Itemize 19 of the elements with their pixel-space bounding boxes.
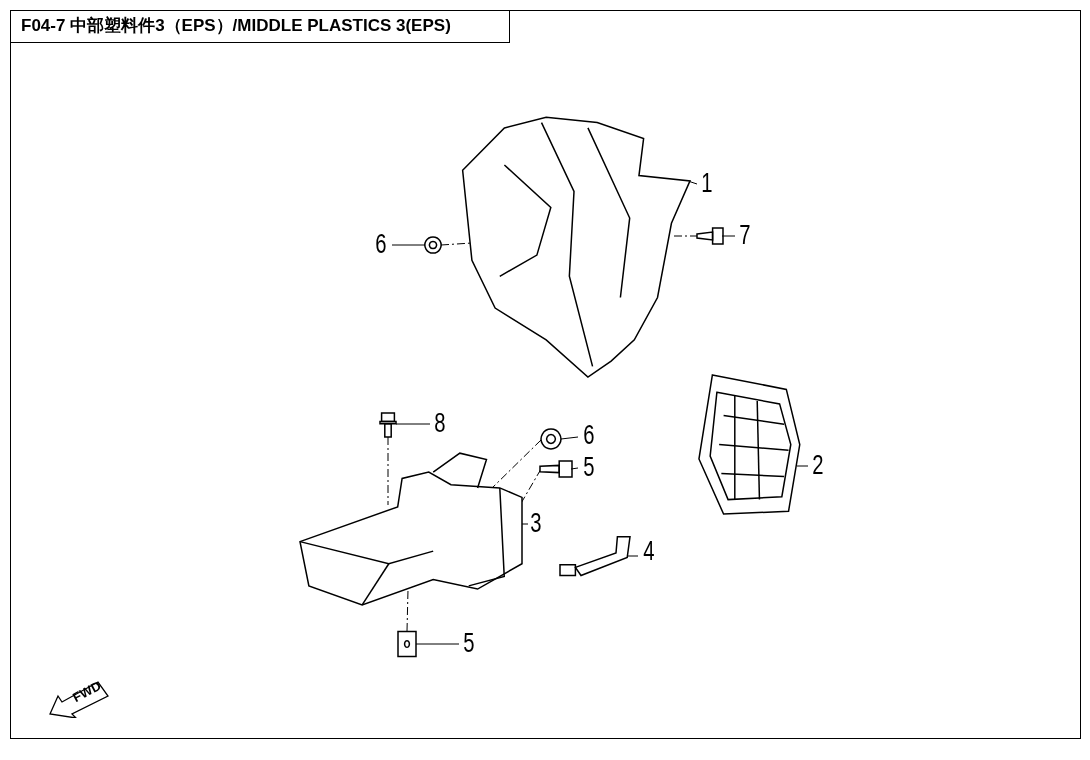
callout-number: 1 bbox=[698, 166, 716, 202]
callout-number: 8 bbox=[432, 406, 448, 442]
leader-line bbox=[560, 436, 579, 440]
assembly-line bbox=[406, 589, 409, 632]
leader-line bbox=[796, 465, 809, 467]
callout-number: 2 bbox=[810, 448, 826, 484]
leader-line bbox=[570, 467, 579, 470]
leader-line bbox=[626, 555, 639, 557]
callout-number: 7 bbox=[737, 218, 753, 254]
callout-number: 6 bbox=[372, 227, 390, 263]
direction-label: FWD bbox=[70, 677, 104, 706]
leader-line bbox=[395, 423, 431, 425]
assembly-line bbox=[387, 436, 389, 506]
callout-number: 3 bbox=[529, 506, 543, 542]
assembly-line bbox=[671, 235, 699, 237]
diagram-title: F04-7 中部塑料件3（EPS）/MIDDLE PLASTICS 3(EPS) bbox=[10, 10, 510, 43]
leader-line bbox=[721, 235, 736, 237]
callout-number: 5 bbox=[460, 626, 478, 662]
callout-number: 4 bbox=[640, 534, 658, 570]
